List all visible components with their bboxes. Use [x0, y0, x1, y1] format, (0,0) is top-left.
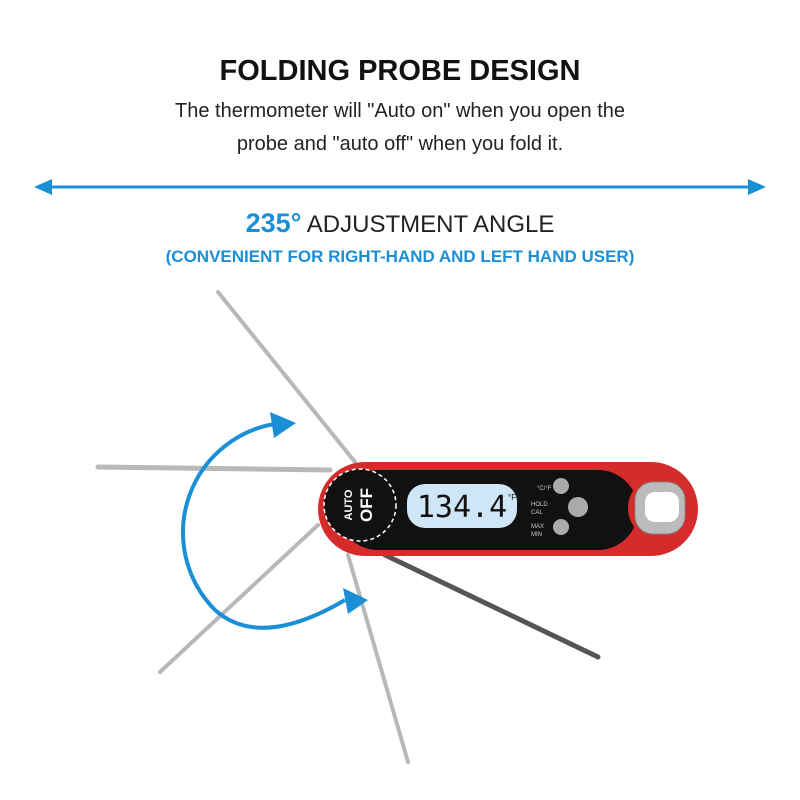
off-label: OFF — [357, 488, 376, 522]
description-line-1: The thermometer will "Auto on" when you … — [175, 100, 625, 122]
unit-label: °F — [508, 493, 516, 502]
temperature-reading: 134.4 — [417, 490, 507, 525]
probe — [382, 552, 601, 660]
cal-label: CAL — [531, 510, 543, 516]
rotation-arrow-icon — [181, 412, 368, 630]
angle-line: 235° ADJUSTMENT ANGLE — [0, 208, 800, 239]
hold-label: HOLD — [531, 502, 548, 508]
max-min-button[interactable] — [553, 519, 569, 535]
angle-note: (CONVENIENT FOR RIGHT-HAND AND LEFT HAND… — [165, 247, 635, 266]
heading: FOLDING PROBE DESIGN — [219, 55, 581, 87]
angle-label: ADJUSTMENT ANGLE — [306, 211, 555, 238]
description-line-2: probe and "auto off" when you fold it. — [236, 133, 564, 155]
hold-button[interactable] — [568, 497, 588, 517]
max-label: MAX — [531, 524, 544, 530]
unit-button-label: °C/°F — [537, 486, 552, 492]
thermometer-body: AUTO OFF 134.4 °F °C/°F HOLD CAL MAX MIN — [318, 462, 698, 556]
auto-label: AUTO — [343, 489, 355, 520]
angle-value: 235° — [245, 208, 302, 238]
unit-button[interactable] — [553, 478, 569, 494]
min-label: MIN — [531, 532, 542, 538]
probe-positions — [95, 290, 410, 764]
double-arrow-icon — [34, 179, 766, 195]
